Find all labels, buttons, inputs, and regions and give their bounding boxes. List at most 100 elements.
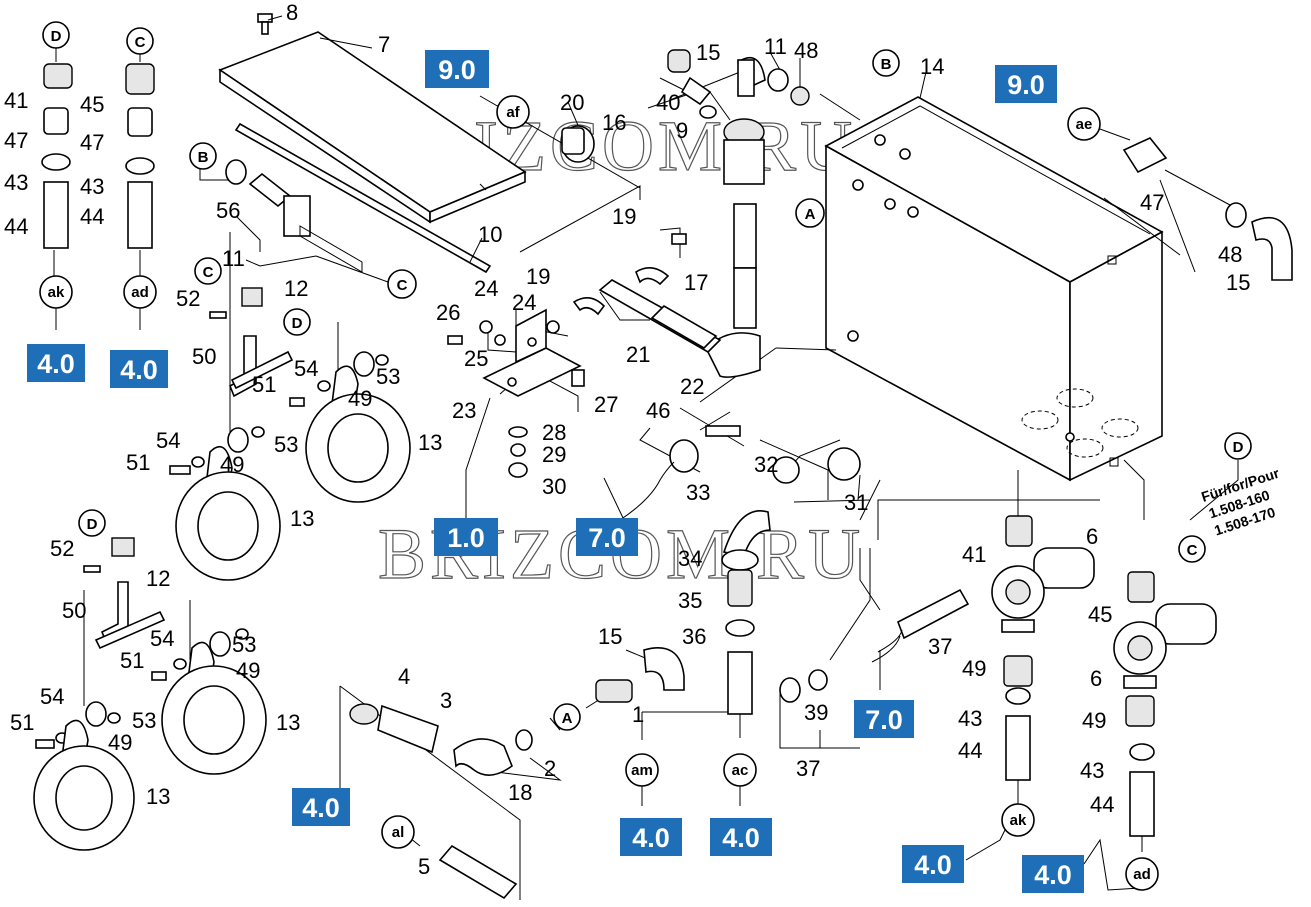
connector-marker: D bbox=[42, 21, 70, 49]
center-fittings bbox=[619, 425, 861, 715]
part-number: 52 bbox=[176, 286, 200, 311]
part-number: 53 bbox=[232, 632, 256, 657]
connector-marker: A bbox=[795, 198, 825, 228]
reference-box[interactable]: 1.0 bbox=[434, 518, 498, 556]
connector-marker: af bbox=[496, 95, 530, 129]
svg-text:7.0: 7.0 bbox=[588, 523, 626, 553]
part-number: 45 bbox=[1088, 602, 1112, 627]
part-number: 49 bbox=[236, 658, 260, 683]
part-number: 41 bbox=[962, 542, 986, 567]
connector-labels: D C af B ae B C ak ad C D A D C D A am a… bbox=[39, 21, 1252, 891]
part-number: 47 bbox=[1140, 190, 1164, 215]
part-number: 24 bbox=[512, 290, 536, 315]
part-number: 50 bbox=[62, 598, 86, 623]
reference-boxes: 9.0 9.0 4.0 4.0 1.0 7.0 7.0 4.0 4.0 4.0 … bbox=[27, 50, 1084, 893]
part-number: 37 bbox=[928, 634, 952, 659]
float-assembly-upper bbox=[169, 335, 411, 581]
left-fittings bbox=[41, 63, 155, 249]
part-number: 21 bbox=[626, 342, 650, 367]
pipe-fittings-top bbox=[561, 49, 810, 378]
part-number: 32 bbox=[754, 452, 778, 477]
part-number: 1 bbox=[632, 702, 644, 727]
part-number: 47 bbox=[4, 128, 28, 153]
svg-text:D: D bbox=[87, 516, 98, 533]
svg-text:ad: ad bbox=[131, 284, 149, 301]
part-number: 37 bbox=[796, 756, 820, 781]
part-number-labels: 8 7 20 15 11 48 40 16 9 14 47 48 15 41 4… bbox=[4, 0, 1250, 879]
part-number: 49 bbox=[220, 452, 244, 477]
screw-8 bbox=[257, 13, 273, 35]
part-number: 33 bbox=[686, 480, 710, 505]
pipe-21 bbox=[572, 233, 722, 353]
connector-marker: B bbox=[872, 49, 900, 77]
connector-marker: C bbox=[194, 257, 222, 285]
part-number: 53 bbox=[132, 708, 156, 733]
part-number: 24 bbox=[474, 276, 498, 301]
reference-box[interactable]: 4.0 bbox=[710, 818, 772, 856]
float-assembly-lower bbox=[33, 537, 267, 851]
part-number: 17 bbox=[684, 270, 708, 295]
svg-text:ak: ak bbox=[48, 284, 65, 301]
part-number: 54 bbox=[150, 626, 174, 651]
part-number: 35 bbox=[678, 588, 702, 613]
seal-strip bbox=[234, 122, 492, 274]
svg-text:9.0: 9.0 bbox=[1007, 70, 1045, 100]
connector-marker: ad bbox=[1125, 857, 1159, 891]
pump-right-6 bbox=[1113, 571, 1217, 837]
connector-marker: ae bbox=[1067, 107, 1101, 141]
part-number: 51 bbox=[252, 372, 276, 397]
part-number: 31 bbox=[844, 490, 868, 515]
svg-text:D: D bbox=[292, 315, 303, 332]
part-number: 51 bbox=[10, 710, 34, 735]
svg-text:ak: ak bbox=[1010, 812, 1027, 829]
svg-text:am: am bbox=[631, 762, 653, 779]
svg-text:C: C bbox=[135, 34, 146, 51]
reference-box[interactable]: 4.0 bbox=[1022, 855, 1084, 893]
part-number: 5 bbox=[418, 854, 430, 879]
svg-text:4.0: 4.0 bbox=[302, 793, 340, 823]
svg-text:4.0: 4.0 bbox=[120, 355, 158, 385]
part-number: 49 bbox=[1082, 708, 1106, 733]
reference-box[interactable]: 7.0 bbox=[854, 700, 914, 738]
reference-box[interactable]: 4.0 bbox=[902, 845, 964, 883]
svg-text:9.0: 9.0 bbox=[438, 55, 476, 85]
sensor-37 bbox=[779, 588, 970, 703]
part-number: 54 bbox=[40, 684, 64, 709]
part-number: 15 bbox=[1226, 270, 1250, 295]
reference-box[interactable]: 4.0 bbox=[27, 344, 85, 382]
bracket-23 bbox=[447, 308, 585, 478]
svg-text:1.0: 1.0 bbox=[447, 523, 485, 553]
part-number: 39 bbox=[804, 700, 828, 725]
part-number: 43 bbox=[4, 170, 28, 195]
part-number: 44 bbox=[4, 214, 28, 239]
part-number: 14 bbox=[920, 54, 944, 79]
part-number: 2 bbox=[544, 756, 556, 781]
part-number: 15 bbox=[598, 624, 622, 649]
part-number: 41 bbox=[4, 88, 28, 113]
float-valve bbox=[209, 159, 363, 319]
svg-text:C: C bbox=[203, 264, 214, 281]
tank bbox=[824, 96, 1164, 482]
part-number: 56 bbox=[216, 198, 240, 223]
svg-text:ad: ad bbox=[1133, 866, 1151, 883]
part-number: 29 bbox=[542, 442, 566, 467]
part-number: 13 bbox=[276, 710, 300, 735]
reference-box[interactable]: 9.0 bbox=[425, 50, 489, 88]
reference-box[interactable]: 7.0 bbox=[576, 518, 638, 556]
reference-box[interactable]: 9.0 bbox=[995, 65, 1057, 103]
part-number: 44 bbox=[1090, 792, 1114, 817]
connector-marker: C bbox=[387, 269, 417, 299]
svg-text:7.0: 7.0 bbox=[865, 705, 903, 735]
leader-lines bbox=[53, 15, 1239, 900]
part-number: 9 bbox=[676, 118, 688, 143]
reference-box[interactable]: 4.0 bbox=[110, 350, 168, 388]
connector-marker: ak bbox=[39, 275, 73, 309]
part-number: 44 bbox=[80, 204, 104, 229]
part-number: 26 bbox=[436, 300, 460, 325]
reference-box[interactable]: 4.0 bbox=[620, 818, 682, 856]
svg-text:4.0: 4.0 bbox=[37, 349, 75, 379]
part-number: 4 bbox=[398, 664, 410, 689]
part-number: 12 bbox=[146, 566, 170, 591]
svg-text:B: B bbox=[198, 149, 209, 166]
reference-box[interactable]: 4.0 bbox=[292, 788, 350, 826]
